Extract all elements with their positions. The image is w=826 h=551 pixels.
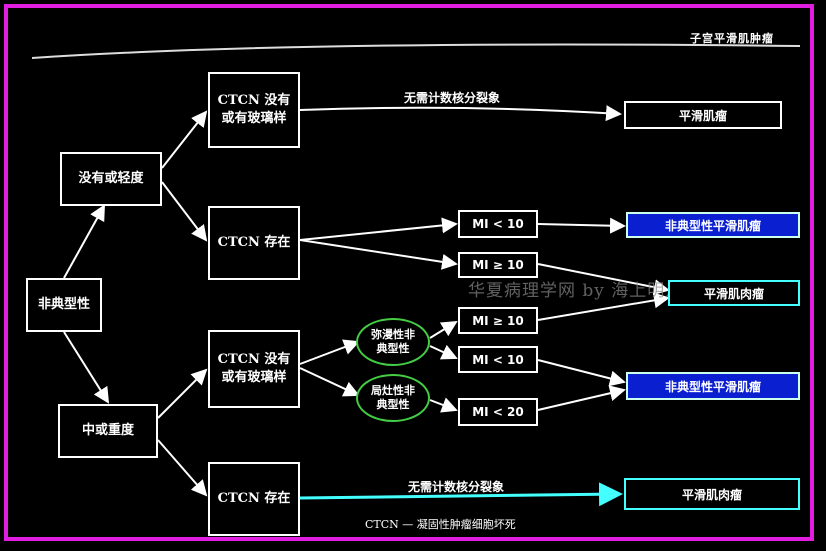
footnote: CTCN — 凝固性肿瘤细胞坏死 — [365, 518, 516, 531]
edge-label-top: 无需计数核分裂象 — [404, 91, 501, 105]
result-leiomyosarcoma-2: 平滑肌肉瘤 — [624, 478, 800, 510]
arrow-mia-to-r2 — [537, 217, 626, 234]
arrow-ctcn3-to-focal — [299, 367, 360, 397]
arrow-none-to-ctcn1 — [161, 110, 208, 169]
arrow-mib-to-r3 — [537, 263, 670, 296]
arrow-modsev-to-ctcn3 — [157, 368, 208, 419]
mi-box-c: MI ≥ 10 — [458, 307, 538, 334]
node-none-mild: 没有或轻度 — [60, 152, 162, 206]
arrow-ctcn2-to-mib — [299, 239, 458, 270]
result-atypical-leiomyoma-1: 非典型性平滑肌瘤 — [626, 212, 800, 238]
node-diffuse-atypia: 弥漫性非 典型性 — [356, 318, 430, 366]
result-leiomyosarcoma-1: 平滑肌肉瘤 — [668, 280, 800, 306]
header-title: 子宫平滑肌肿瘤 — [690, 32, 774, 45]
node-atypia: 非典型性 — [26, 278, 102, 332]
arrow-modsev-to-ctcn4 — [157, 439, 208, 497]
result-leiomyoma-1: 平滑肌瘤 — [624, 101, 782, 129]
arrow-ctcn3-to-diffuse — [299, 339, 360, 365]
arrow-none-to-ctcn2 — [161, 181, 208, 242]
arrow-mie-to-r4 — [537, 385, 626, 411]
node-focal-atypia: 局灶性非 典型性 — [356, 374, 430, 422]
mi-box-b: MI ≥ 10 — [458, 252, 538, 278]
arrow-focal-to-mie — [429, 397, 458, 413]
arrow-ctcn4-to-r5 — [299, 482, 623, 507]
arrow-atypia-to-none — [63, 204, 105, 279]
mi-box-e: MI < 20 — [458, 398, 538, 426]
result-atypical-leiomyoma-2: 非典型性平滑肌瘤 — [626, 372, 800, 400]
node-mod-sev: 中或重度 — [58, 404, 158, 458]
node-ctcn-none-1: CTCN 没有 或有玻璃样 — [208, 72, 300, 148]
header-curve — [31, 43, 801, 59]
arrow-ctcn2-to-mia — [299, 217, 458, 241]
slide-frame — [4, 4, 814, 541]
arrow-atypia-to-modsev — [63, 331, 110, 404]
node-ctcn-present-1: CTCN 存在 — [208, 206, 300, 280]
arrow-mid-to-r4 — [537, 359, 626, 387]
mi-box-d: MI < 10 — [458, 346, 538, 373]
node-ctcn-present-2: CTCN 存在 — [208, 462, 300, 536]
arrow-diffuse-to-mid — [429, 344, 458, 360]
arrow-diffuse-to-mic — [429, 320, 458, 339]
node-ctcn-none-2: CTCN 没有 或有玻璃样 — [208, 330, 300, 408]
edge-label-bottom: 无需计数核分裂象 — [408, 480, 505, 494]
arrow-mic-to-r3 — [537, 292, 670, 321]
mi-box-a: MI < 10 — [458, 210, 538, 238]
watermark: 华夏病理学网 by 海上明月 — [468, 281, 684, 301]
arrow-ctcn1-to-r1 — [299, 105, 622, 122]
